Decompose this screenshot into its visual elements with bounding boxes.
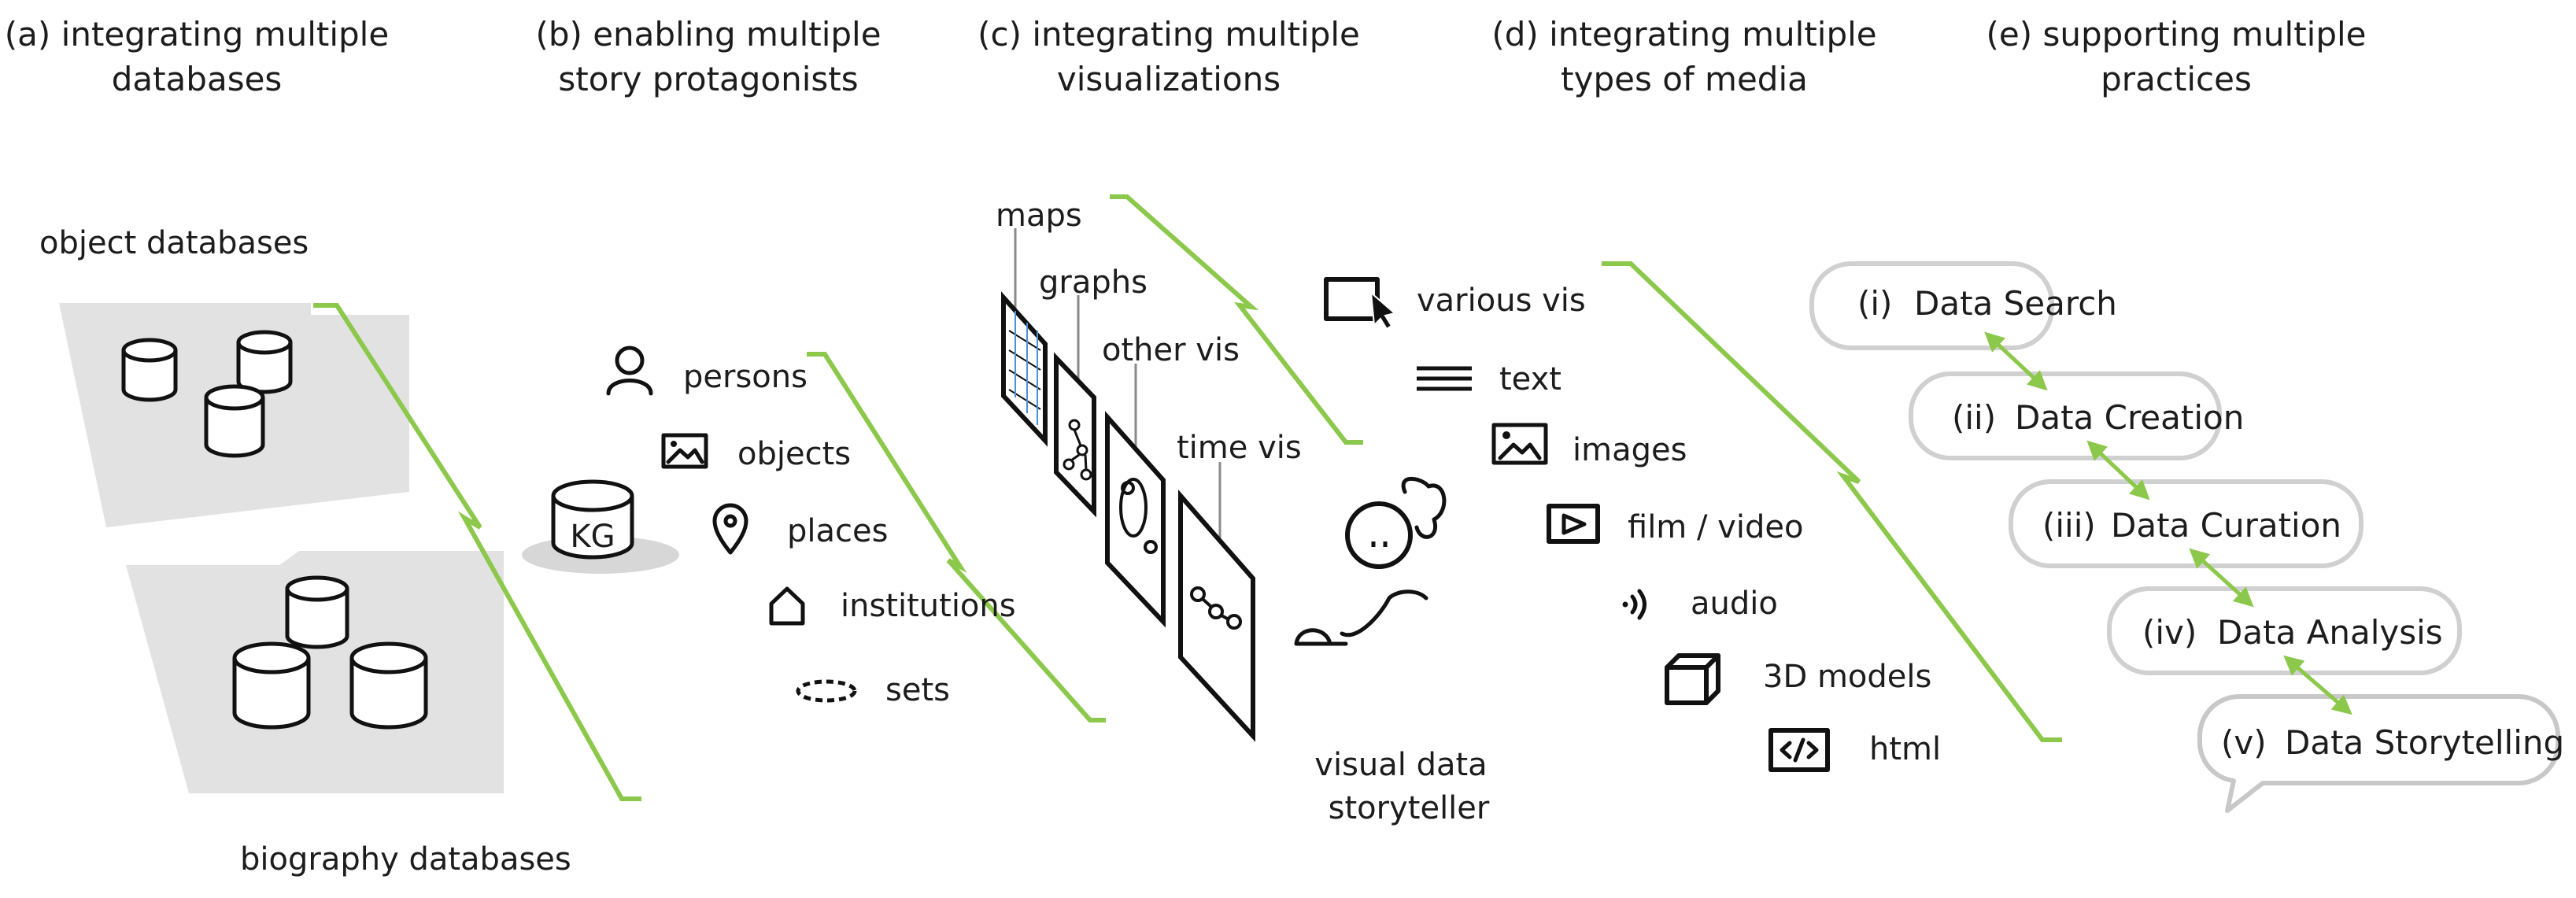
header-a-line1: (a) integrating multiple: [5, 15, 389, 54]
bracket-d: [1602, 261, 2062, 742]
header-c-line1: (c) integrating multiple: [978, 15, 1360, 54]
screen-cursor-icon: [1324, 277, 1397, 331]
practices-section: (i) Data Search (ii) Data Creation (iii)…: [1809, 261, 2564, 813]
protagonist-institutions: institutions: [841, 588, 1016, 624]
green-brackets: [313, 194, 2062, 801]
header-b-line2: story protagonists: [558, 60, 858, 98]
database-icon: [232, 641, 311, 730]
practice-num: (v): [2221, 723, 2267, 762]
arrow-search-creation: [1984, 331, 2048, 391]
database-icon: [285, 575, 349, 649]
storyteller-label-line1: visual data: [1314, 747, 1487, 783]
bracket-a: [313, 303, 641, 801]
practice-num: (ii): [1952, 398, 1996, 437]
sound-waves-icon: [1622, 589, 1646, 620]
protagonist-objects: objects: [737, 436, 851, 472]
protagonists-section: KG persons objects places institutions: [522, 346, 1016, 708]
protagonist-persons: persons: [683, 359, 808, 395]
practice-label: Data Storytelling: [2285, 723, 2564, 762]
visualizations-section: maps graphs other vis time vis: [996, 198, 1302, 742]
location-pin-icon: [712, 503, 748, 555]
code-icon: [1768, 728, 1830, 772]
image-icon: [661, 433, 708, 469]
header-d-line1: (d) integrating multiple: [1491, 15, 1876, 54]
practice-data-creation: (ii) Data Creation: [1909, 371, 2244, 460]
header-b-line1: (b) enabling multiple: [535, 15, 881, 54]
person-icon: [606, 346, 653, 396]
practice-data-search: (i) Data Search: [1809, 261, 2117, 350]
protagonist-sets: sets: [885, 672, 950, 708]
practice-label: Data Curation: [2111, 506, 2341, 545]
protagonist-places: places: [787, 513, 888, 549]
database-icon: [349, 641, 428, 730]
database-icon: [204, 384, 265, 458]
media-audio: audio: [1691, 586, 1778, 622]
vis-graphs-label: graphs: [1039, 264, 1148, 301]
other-vis-panel: [1105, 411, 1166, 628]
media-section: various vis text images film / video aud…: [1324, 277, 1941, 772]
storyteller-figure: [1294, 477, 1447, 646]
image-icon: [1491, 423, 1548, 465]
header-e-line2: practices: [2101, 60, 2252, 98]
media-images: images: [1573, 432, 1687, 468]
media-text: text: [1499, 361, 1561, 397]
biography-databases-area: [126, 551, 504, 793]
header-d-line2: types of media: [1561, 60, 1808, 98]
header-a-line2: databases: [112, 60, 283, 98]
bracket-b: [807, 352, 1106, 722]
arrow-creation-curation: [2086, 440, 2150, 501]
column-headers: (a) integrating multiple databases (b) e…: [5, 15, 2367, 98]
play-icon: [1547, 504, 1600, 544]
vis-maps-label: maps: [996, 198, 1082, 234]
bracket-c: [1110, 194, 1363, 445]
practice-num: (i): [1857, 284, 1892, 323]
media-various-vis: various vis: [1417, 283, 1586, 319]
practice-data-analysis: (iv) Data Analysis: [2107, 586, 2462, 675]
media-html: html: [1869, 731, 1941, 767]
practice-data-curation: (iii) Data Curation: [2009, 479, 2363, 568]
biography-databases-label: biography databases: [240, 841, 571, 878]
database-icon: [236, 330, 293, 394]
knowledge-graph-icon: [551, 479, 634, 560]
media-film-video: film / video: [1628, 509, 1803, 545]
cube-icon: [1665, 653, 1720, 705]
header-c-line2: visualizations: [1057, 60, 1281, 98]
practice-label: Data Analysis: [2217, 613, 2443, 652]
dashed-ellipse-icon: [796, 679, 857, 703]
kg-label: KG: [570, 519, 615, 555]
vis-other-label: other vis: [1102, 332, 1240, 368]
database-icon: [121, 338, 178, 402]
house-icon: [769, 586, 805, 626]
time-vis-panel: [1178, 490, 1255, 742]
object-databases-label: object databases: [39, 225, 309, 261]
speech-bubble: [2197, 694, 2560, 813]
header-e-line1: (e) supporting multiple: [1986, 15, 2366, 54]
databases-section: object databases biography databases: [39, 225, 571, 878]
practice-data-storytelling: (v) Data Storytelling: [2197, 694, 2564, 813]
media-3d-models: 3D models: [1763, 659, 1931, 695]
arrow-curation-analysis: [2189, 548, 2254, 608]
lines-icon: [1417, 366, 1472, 391]
storyteller-label-line2: storyteller: [1329, 790, 1490, 826]
practice-num: (iv): [2142, 613, 2197, 652]
graph-vis-panel: [1054, 352, 1096, 518]
practice-num: (iii): [2042, 506, 2096, 545]
map-vis-panel: [1001, 291, 1048, 447]
practice-label: Data Creation: [2015, 398, 2244, 437]
vis-time-label: time vis: [1177, 430, 1302, 466]
practice-label: Data Search: [1914, 284, 2117, 323]
arrow-analysis-storytelling: [2283, 655, 2352, 715]
